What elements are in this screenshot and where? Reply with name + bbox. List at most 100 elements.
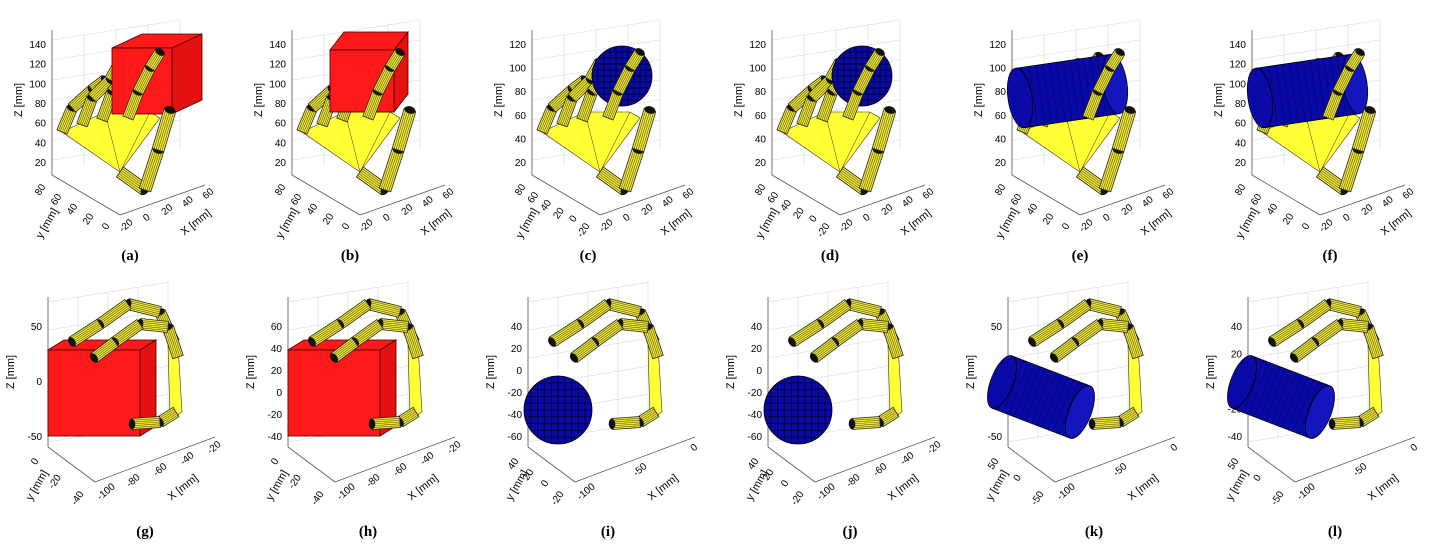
- joint: [89, 353, 99, 363]
- x-tick-label: -20: [357, 217, 375, 235]
- cylinder-object: [1227, 355, 1335, 439]
- x-tick-label: -80: [844, 472, 862, 490]
- z-tick-label: -60: [508, 432, 523, 443]
- y-tick-label: 40: [305, 202, 321, 218]
- x-tick-label: 20: [1120, 202, 1136, 218]
- z-tick-label: 80: [275, 99, 287, 110]
- joint: [635, 48, 645, 56]
- z-tick-label: 20: [995, 158, 1007, 169]
- z-tick-label: 120: [29, 60, 46, 71]
- x-axis-label: X [mm]: [659, 207, 694, 238]
- z-tick-label: 0: [516, 366, 522, 377]
- finger-phalanx: [1338, 146, 1365, 193]
- z-tick-label: 40: [511, 322, 523, 333]
- y-axis-label: y [mm]: [504, 468, 531, 503]
- joint: [884, 106, 896, 114]
- joint: [1355, 48, 1365, 56]
- x-tick-label: -100: [1295, 481, 1318, 503]
- z-tick-label: 120: [989, 40, 1006, 51]
- y-tick-label: -40: [69, 489, 87, 508]
- z-tick-label: 100: [29, 79, 46, 90]
- finger-phalanx: [548, 318, 584, 348]
- finger-phalanx: [1088, 416, 1121, 430]
- panel-caption: (h): [358, 524, 378, 540]
- x-tick-label: 0: [861, 212, 873, 224]
- z-axis-label: Z [mm]: [13, 83, 25, 117]
- z-axis-label: Z [mm]: [725, 355, 737, 389]
- finger-phalanx: [809, 337, 839, 363]
- z-tick-label: -20: [268, 410, 283, 421]
- x-tick-label: 20: [1360, 202, 1376, 218]
- z-tick-label: 120: [269, 60, 286, 71]
- joint: [1289, 353, 1299, 363]
- palm: [61, 111, 161, 173]
- x-tick-label: 40: [1140, 194, 1156, 210]
- y-tick-label: 0: [779, 478, 791, 489]
- z-tick-label: 20: [275, 158, 287, 169]
- z-tick-label: 0: [276, 388, 282, 399]
- z-tick-label: 60: [755, 111, 767, 122]
- x-tick-label: 60: [441, 186, 457, 202]
- y-tick-label: 20: [1281, 211, 1297, 227]
- y-tick-label: 0: [100, 221, 112, 232]
- x-tick-label: -50: [1111, 461, 1129, 479]
- x-tick-label: 60: [1161, 186, 1177, 202]
- y-tick-label: 40: [779, 198, 795, 214]
- x-tick-label: -20: [925, 439, 943, 457]
- y-axis-label: y [mm]: [34, 206, 61, 241]
- joint: [164, 106, 176, 114]
- x-tick-label: 60: [921, 186, 937, 202]
- z-tick-label: 60: [35, 119, 47, 130]
- y-tick-label: -50: [1269, 489, 1287, 508]
- z-tick-label: 40: [271, 344, 283, 355]
- joint: [548, 337, 556, 347]
- y-tick-label: 60: [289, 192, 305, 208]
- x-axis-label: X [mm]: [646, 472, 681, 503]
- z-axis-label: Z [mm]: [1213, 83, 1225, 117]
- z-tick-label: 40: [1235, 138, 1247, 149]
- z-axis-label: Z [mm]: [1205, 355, 1217, 389]
- y-tick-label: 0: [1252, 473, 1264, 484]
- x-tick-label: -40: [418, 450, 436, 468]
- y-axis-label: y [mm]: [744, 468, 771, 503]
- z-tick-label: 80: [995, 87, 1007, 98]
- x-tick-label: 60: [681, 186, 697, 202]
- y-tick-label: 80: [33, 182, 49, 198]
- y-tick-label: 0: [29, 456, 41, 467]
- x-tick-label: 20: [160, 202, 176, 218]
- x-tick-label: 20: [640, 202, 656, 218]
- x-tick-label: 0: [1169, 442, 1181, 454]
- joint: [1028, 337, 1036, 347]
- z-tick-label: 80: [1235, 99, 1247, 110]
- z-tick-label: 60: [515, 111, 527, 122]
- y-tick-label: 60: [1009, 192, 1025, 208]
- finger-phalanx: [871, 106, 897, 153]
- joint: [329, 353, 339, 363]
- x-tick-label: -40: [898, 450, 916, 468]
- finger-phalanx: [618, 146, 645, 193]
- z-tick-label: 20: [511, 344, 523, 355]
- x-tick-label: -100: [1055, 481, 1078, 503]
- finger-phalanx: [1055, 298, 1092, 330]
- x-tick-label: 0: [621, 212, 633, 224]
- finger-phalanx: [1344, 48, 1366, 72]
- z-tick-label: -40: [508, 410, 523, 421]
- y-tick-label: 60: [49, 192, 65, 208]
- x-tick-label: 20: [880, 202, 896, 218]
- y-tick-label: -20: [789, 489, 807, 508]
- x-tick-label: 40: [180, 194, 196, 210]
- x-tick-label: 60: [201, 186, 217, 202]
- finger-phalanx: [1111, 106, 1137, 153]
- z-tick-label: 60: [271, 322, 283, 333]
- joint: [848, 418, 856, 430]
- x-tick-label: -100: [335, 481, 358, 503]
- x-tick-label: -20: [1077, 217, 1095, 235]
- finger-phalanx: [1098, 146, 1125, 193]
- z-tick-label: 0: [36, 377, 42, 388]
- y-tick-label: 40: [1025, 202, 1041, 218]
